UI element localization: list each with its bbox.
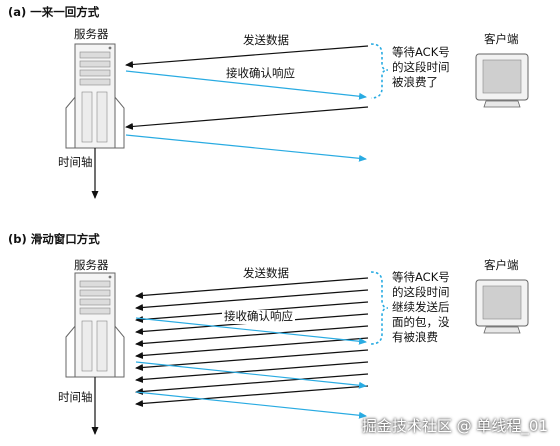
send-label-a: 发送数据 xyxy=(243,33,289,47)
send-arrows-b xyxy=(135,277,369,407)
client-a-label: 客户端 xyxy=(484,32,519,46)
server-a-label: 服务器 xyxy=(74,27,109,41)
time-axis-a-label: 时间轴 xyxy=(58,155,93,169)
wait-note-a-line: 的这段时间 xyxy=(392,60,450,74)
client-b-icon xyxy=(475,279,529,334)
send-label-b: 发送数据 xyxy=(243,266,289,280)
wait-note-a-line: 被浪费了 xyxy=(392,75,438,89)
ack-arrow-b1 xyxy=(135,317,367,345)
ack-arrow-b3 xyxy=(135,391,367,419)
send-arrow-a1 xyxy=(125,45,369,68)
section-a-title: (a) 一来一回方式 xyxy=(8,5,100,19)
ack-arrow-a2 xyxy=(125,134,367,162)
wait-note-b: 等待ACK号 的这段时间 继续发送后 面的包，没 有被浪费 xyxy=(392,270,450,345)
client-a-icon xyxy=(475,53,529,108)
wait-bracket-b xyxy=(370,271,389,345)
wait-note-b-line: 有被浪费 xyxy=(392,330,438,344)
send-arrow-b6 xyxy=(135,337,369,359)
send-arrow-b2 xyxy=(135,289,369,311)
server-b-icon xyxy=(65,272,125,378)
wait-note-b-line: 面的包，没 xyxy=(392,315,450,329)
send-arrow-b8 xyxy=(135,361,369,383)
ack-arrow-b2 xyxy=(135,361,367,389)
time-axis-b-label: 时间轴 xyxy=(58,390,93,404)
section-b-title: (b) 滑动窗口方式 xyxy=(8,232,100,246)
send-arrow-b10 xyxy=(135,385,369,407)
ack-arrow-a1 xyxy=(125,70,367,100)
watermark: 掘金技术社区 @ 单线程_01 xyxy=(361,417,548,435)
ack-label-a: 接收确认响应 xyxy=(226,66,295,80)
server-b-label: 服务器 xyxy=(74,258,109,272)
send-arrow-b1 xyxy=(135,277,369,299)
wait-note-b-line: 继续发送后 xyxy=(392,300,450,314)
wait-note-a: 等待ACK号 的这段时间 被浪费了 xyxy=(392,45,450,90)
send-arrow-a2 xyxy=(125,106,369,130)
wait-note-b-line: 的这段时间 xyxy=(392,285,450,299)
client-b-label: 客户端 xyxy=(484,258,519,272)
ack-label-b: 接收确认响应 xyxy=(222,309,295,324)
wait-note-a-line: 等待ACK号 xyxy=(392,45,450,59)
send-arrow-b7 xyxy=(135,349,369,371)
send-arrow-b9 xyxy=(135,373,369,395)
send-arrow-b5 xyxy=(135,325,369,347)
ack-arrows-b xyxy=(135,317,367,419)
wait-note-b-line: 等待ACK号 xyxy=(392,270,450,284)
wait-bracket-a xyxy=(370,43,389,99)
server-a-icon xyxy=(65,43,125,149)
